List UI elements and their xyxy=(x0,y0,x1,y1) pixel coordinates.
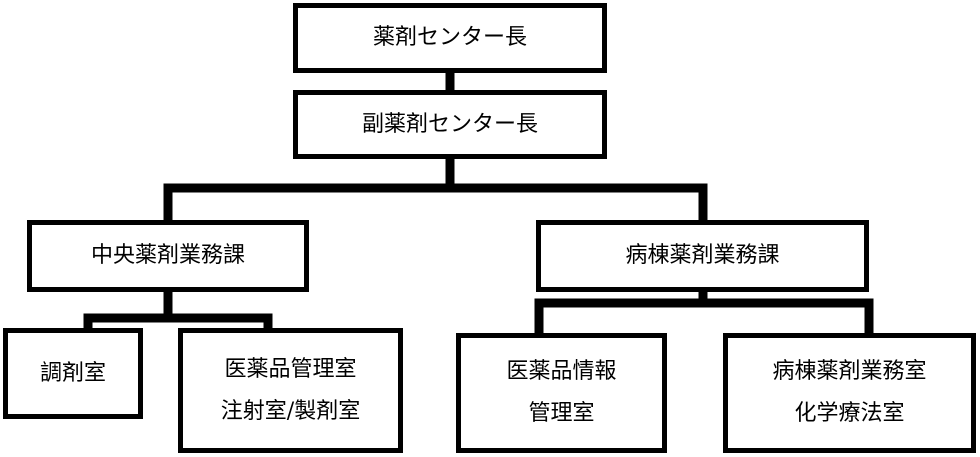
node-label-line-1: 病棟薬剤業務室 xyxy=(772,359,927,385)
node-label-line-1: 医薬品管理室 xyxy=(224,356,357,382)
node-label: 病棟薬剤業務課 xyxy=(625,243,780,269)
node-ward-pharmacy-room: 病棟薬剤業務室 化学療法室 xyxy=(723,333,976,453)
node-label-line-2: 注射室/製剤室 xyxy=(220,398,361,424)
node-pharmacy-center-director: 薬剤センター長 xyxy=(293,3,607,73)
node-vice-director: 副薬剤センター長 xyxy=(293,90,607,159)
node-label-line-2: 管理室 xyxy=(528,401,595,426)
node-label: 副薬剤センター長 xyxy=(361,111,538,137)
node-dispensing-room: 調剤室 xyxy=(3,328,143,419)
node-label-line-1: 医薬品情報 xyxy=(506,359,617,385)
node-drug-management-room: 医薬品管理室 注射室/製剤室 xyxy=(178,328,403,453)
node-ward-pharmacy-division: 病棟薬剤業務課 xyxy=(536,220,869,292)
node-label: 調剤室 xyxy=(39,360,106,386)
node-label: 中央薬剤業務課 xyxy=(90,243,245,269)
node-drug-information-room: 医薬品情報 管理室 xyxy=(456,333,667,453)
node-label-line-2: 化学療法室 xyxy=(794,401,905,426)
node-label: 薬剤センター長 xyxy=(372,25,527,51)
node-central-pharmacy-division: 中央薬剤業務課 xyxy=(27,220,309,292)
